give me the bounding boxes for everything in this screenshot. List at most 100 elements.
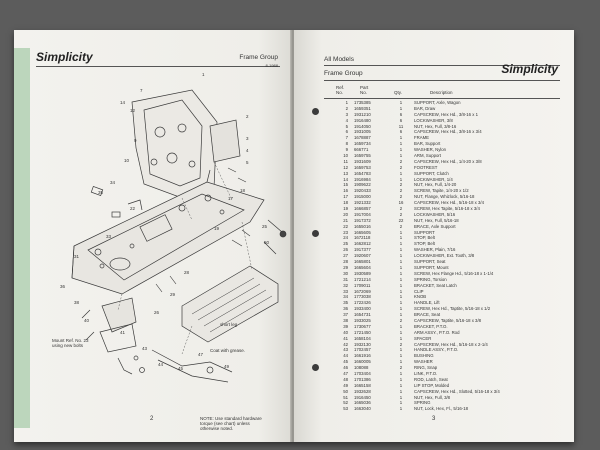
ref-cell: 6 bbox=[345, 129, 348, 135]
column-header-rule bbox=[324, 98, 560, 99]
part-number-cell: 1722426 bbox=[354, 300, 371, 306]
ref-cell: 17 bbox=[343, 194, 348, 200]
description-cell: LOCKWASHER, 3/8 bbox=[414, 117, 453, 123]
part-number-cell: 1931609 bbox=[354, 158, 371, 164]
callout-number: 3 bbox=[246, 136, 249, 141]
ref-cell: 38 bbox=[343, 317, 348, 323]
ref-cell: 32 bbox=[343, 282, 348, 288]
part-number-cell: 1917004 bbox=[354, 211, 371, 217]
qty-cell: 2 bbox=[399, 223, 403, 229]
description-cell: CAPSCREW, Hex Hd., 5/16-18 x 2-1/4 bbox=[414, 341, 488, 347]
part-number-cell: 1933025 bbox=[354, 317, 371, 323]
description-cell: STOP, Belt bbox=[414, 241, 435, 247]
callout-short-leg: short leg bbox=[220, 322, 238, 327]
callout-number: 49 bbox=[224, 364, 230, 369]
description-cell: CAPSCREW, Hex Hd., Slotted, 5/16-18 x 3/… bbox=[414, 388, 500, 394]
ref-cell: 28 bbox=[343, 259, 348, 265]
qty-cell: 2 bbox=[399, 194, 403, 200]
ref-cell: 50 bbox=[343, 388, 348, 394]
torque-note: NOTE: Use standard hardware torque (see … bbox=[200, 416, 262, 432]
part-number-cell: 1730677 bbox=[354, 323, 371, 329]
ref-cell: 37 bbox=[343, 312, 348, 318]
ref-cell: 44 bbox=[343, 353, 348, 359]
qty-cell: 1 bbox=[399, 170, 403, 176]
qty-cell: 1 bbox=[399, 382, 403, 388]
qty-cell: 2 bbox=[399, 206, 403, 212]
description-cell: CAPSCREW, Hex Hd., 5/16-18 x 3/4 bbox=[414, 200, 484, 206]
ref-cell: 31 bbox=[343, 276, 348, 282]
qty-cell: 1 bbox=[399, 135, 403, 141]
description-cell: RING, Snap bbox=[414, 365, 438, 371]
ref-cell: 11 bbox=[343, 158, 348, 164]
callout-number: 29 bbox=[170, 292, 176, 297]
qty-cell: 1 bbox=[399, 270, 403, 276]
ref-cell: 25 bbox=[343, 241, 348, 247]
qty-cell: 1 bbox=[399, 394, 403, 400]
part-number-cell: 666771 bbox=[354, 147, 369, 153]
description-cell: LINK, P.T.O. bbox=[414, 370, 438, 376]
qty-cell: 2 bbox=[399, 188, 403, 194]
ref-cell: 9 bbox=[345, 147, 348, 153]
ref-cell: 53 bbox=[343, 406, 348, 412]
description-cell: ROD, Latch, Seat bbox=[414, 376, 448, 382]
book-spine bbox=[290, 30, 296, 442]
description-cell: ARM ASSY., P.T.O. Rod bbox=[414, 329, 460, 335]
description-cell: ARM, Support bbox=[414, 153, 441, 159]
description-cell: SUPPORT, Seat bbox=[414, 259, 446, 265]
qty-cell: 22 bbox=[398, 217, 404, 223]
column-header-ref: Ref. No. bbox=[336, 85, 345, 95]
ref-cell: 40 bbox=[343, 329, 348, 335]
description-cell: SUPPORT, Clutch bbox=[414, 170, 449, 176]
open-parts-manual: Simplicity Frame Group 8-1988 bbox=[14, 30, 574, 442]
ref-cell: 7 bbox=[345, 135, 348, 141]
ref-cell: 51 bbox=[343, 394, 348, 400]
ref-cell: 49 bbox=[343, 382, 348, 388]
ref-cell: 24 bbox=[343, 235, 348, 241]
description-cell: SCREW, Tapite, 1/4-20 x 1/2 bbox=[414, 188, 469, 194]
qty-cell: 1 bbox=[399, 294, 403, 300]
ref-cell: 8 bbox=[345, 141, 348, 147]
left-page: Simplicity Frame Group 8-1988 bbox=[14, 30, 292, 442]
callout-number: 34 bbox=[110, 180, 116, 185]
qty-cell: 16 bbox=[398, 200, 404, 206]
callout-mount-ref: Mount Ref. No. 23 using new bolts bbox=[52, 338, 89, 349]
callout-number: 19 bbox=[214, 226, 220, 231]
part-number-cell: 1655016 bbox=[354, 223, 371, 229]
callout-number: 44 bbox=[158, 362, 164, 367]
ref-cell: 46 bbox=[343, 365, 348, 371]
callout-number: 35 bbox=[98, 190, 104, 195]
qty-cell: 6 bbox=[399, 129, 403, 135]
part-number-cell: 1721214 bbox=[354, 276, 371, 282]
models-label: All Models bbox=[324, 56, 354, 63]
part-number-cell: 1654783 bbox=[354, 170, 371, 176]
description-cell: SPRING bbox=[414, 400, 431, 406]
callout-number: 38 bbox=[74, 300, 80, 305]
qty-cell: 2 bbox=[399, 365, 403, 371]
qty-cell: 1 bbox=[399, 235, 403, 241]
qty-cell: 1 bbox=[399, 229, 403, 235]
part-number-cell: 108088 bbox=[354, 365, 369, 371]
callout-number: 43 bbox=[142, 346, 148, 351]
description-cell: SUPPORT, Mount bbox=[414, 264, 449, 270]
ref-cell: 43 bbox=[343, 347, 348, 353]
qty-cell: 1 bbox=[399, 282, 403, 288]
